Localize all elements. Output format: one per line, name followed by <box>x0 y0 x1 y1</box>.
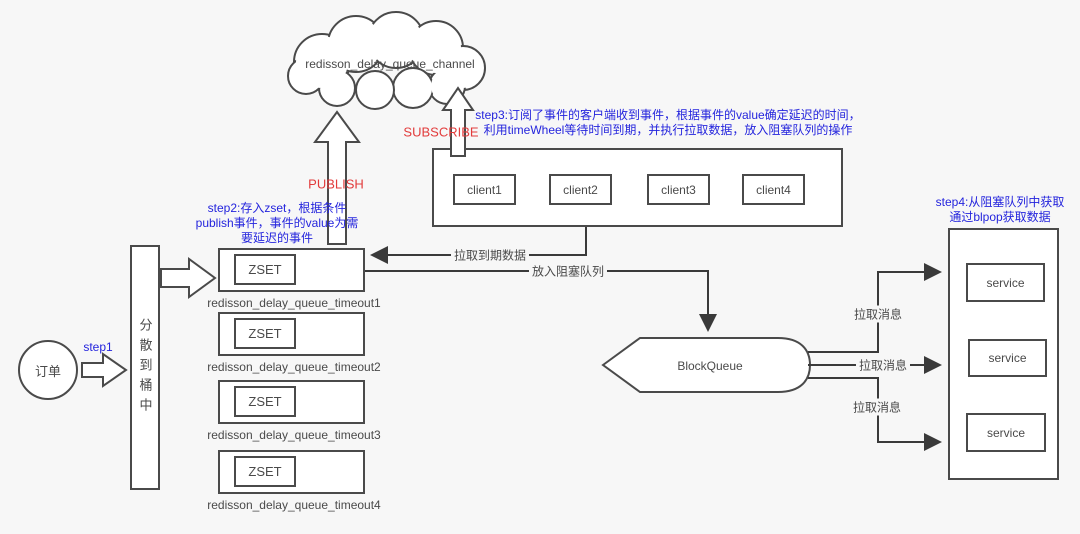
edge-label-pull-msg-1: 拉取消息 <box>850 305 906 323</box>
zset-badge-label-2: ZSET <box>248 326 282 341</box>
edge-label-pull-msg-3: 拉取消息 <box>849 398 905 416</box>
edge-label-pull-expired: 拉取到期数据 <box>450 246 530 264</box>
zset-badge-2: ZSET <box>234 318 296 349</box>
service-label-3: service <box>986 425 1025 440</box>
step4-line-1: step4:从阻塞队列中获取 <box>935 195 1065 209</box>
zset-queue-name-2: redisson_delay_queue_timeout2 <box>207 360 381 374</box>
order-node-label: 订单 <box>34 363 61 379</box>
zset-badge-1: ZSET <box>234 254 296 285</box>
dispatch-to-zset-block-arrow <box>160 257 217 299</box>
client-label-2: client2 <box>563 182 598 197</box>
client-label-4: client4 <box>756 182 791 197</box>
channel-cloud-label: redisson_delay_queue_channel <box>305 57 475 71</box>
publish-label: PUBLISH <box>308 176 364 192</box>
step1-block-arrow <box>81 352 128 388</box>
zset-badge-label-3: ZSET <box>248 394 282 409</box>
client-label-1: client1 <box>467 182 502 197</box>
client-node-1: client1 <box>453 174 516 205</box>
order-node: 订单 <box>18 340 78 400</box>
zset-queue-name-3: redisson_delay_queue_timeout3 <box>207 428 381 442</box>
edge-label-pull-msg-2: 拉取消息 <box>855 356 911 374</box>
step4-line-2: 通过blpop获取数据 <box>949 210 1051 224</box>
zset-queue-name-4: redisson_delay_queue_timeout4 <box>207 498 381 512</box>
client-node-3: client3 <box>647 174 710 205</box>
zset-badge-3: ZSET <box>234 386 296 417</box>
step1-note: step1 <box>83 340 113 354</box>
step3-note: step3:订阅了事件的客户端收到事件，根据事件的value确定延迟的时间， 利… <box>468 108 868 138</box>
step2-line-1: step2:存入zset，根据条件 <box>207 201 347 215</box>
step2-line-2: publish事件，事件的value为需 <box>195 216 359 230</box>
client-node-4: client4 <box>742 174 805 205</box>
step3-line-2: 利用timeWheel等待时间到期，并执行拉取数据，放入阻塞队列的操作 <box>483 123 853 137</box>
step3-line-1: step3:订阅了事件的客户端收到事件，根据事件的value确定延迟的时间， <box>475 108 861 122</box>
edge-label-enqueue: 放入阻塞队列 <box>528 262 608 280</box>
client-label-3: client3 <box>661 182 696 197</box>
edge-enqueue <box>365 270 717 332</box>
zset-badge-label-1: ZSET <box>248 262 282 277</box>
block-queue-label: BlockQueue <box>677 359 743 373</box>
service-node-3: service <box>966 413 1046 452</box>
service-node-1: service <box>966 263 1045 302</box>
zset-badge-4: ZSET <box>234 456 296 487</box>
zset-badge-label-4: ZSET <box>248 464 282 479</box>
step2-note: step2:存入zset，根据条件 publish事件，事件的value为需 要… <box>188 201 366 246</box>
dispatch-bucket-node: 分散到桶中 <box>130 245 160 490</box>
step4-note: step4:从阻塞队列中获取 通过blpop获取数据 <box>925 195 1075 225</box>
service-label-1: service <box>986 275 1025 290</box>
client-node-2: client2 <box>549 174 612 205</box>
service-label-2: service <box>988 351 1027 365</box>
service-node-2: service <box>968 339 1047 377</box>
step2-line-3: 要延迟的事件 <box>240 231 313 245</box>
dispatch-bucket-label: 分散到桶中 <box>137 317 153 418</box>
zset-queue-name-1: redisson_delay_queue_timeout1 <box>207 296 381 310</box>
